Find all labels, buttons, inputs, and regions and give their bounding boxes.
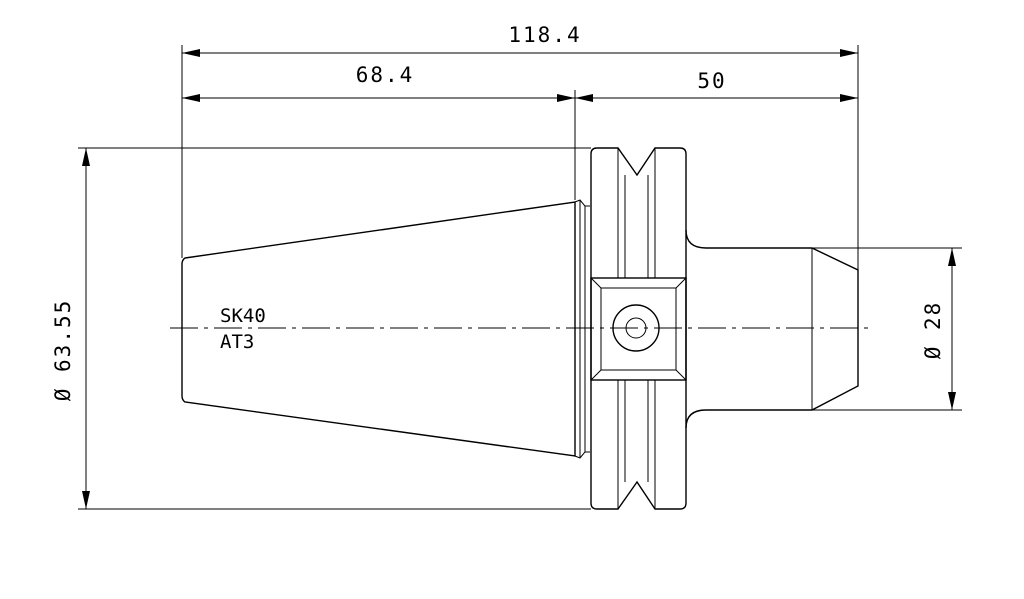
- dimension-shank-diameter: Ø 28: [921, 248, 956, 410]
- taper-length-label: 68.4: [356, 63, 415, 87]
- part-label-line1: SK40: [220, 305, 266, 327]
- shank-diameter-label: Ø 28: [921, 301, 945, 360]
- dimension-shank-length: 50: [575, 69, 858, 102]
- dimension-flange-diameter: Ø 63.55: [51, 148, 90, 509]
- part-label: SK40 AT3: [220, 305, 266, 353]
- taper-body: [181, 199, 590, 459]
- dimension-taper-length: 68.4: [182, 63, 575, 102]
- shank: [685, 229, 859, 429]
- part-label-line2: AT3: [220, 331, 254, 353]
- flange-diameter-label: Ø 63.55: [51, 299, 75, 402]
- flange: [590, 147, 687, 510]
- extension-lines: [78, 45, 962, 510]
- overall-length-label: 118.4: [508, 23, 581, 47]
- shank-length-label: 50: [697, 69, 726, 93]
- dimension-overall-length: 118.4: [182, 23, 858, 57]
